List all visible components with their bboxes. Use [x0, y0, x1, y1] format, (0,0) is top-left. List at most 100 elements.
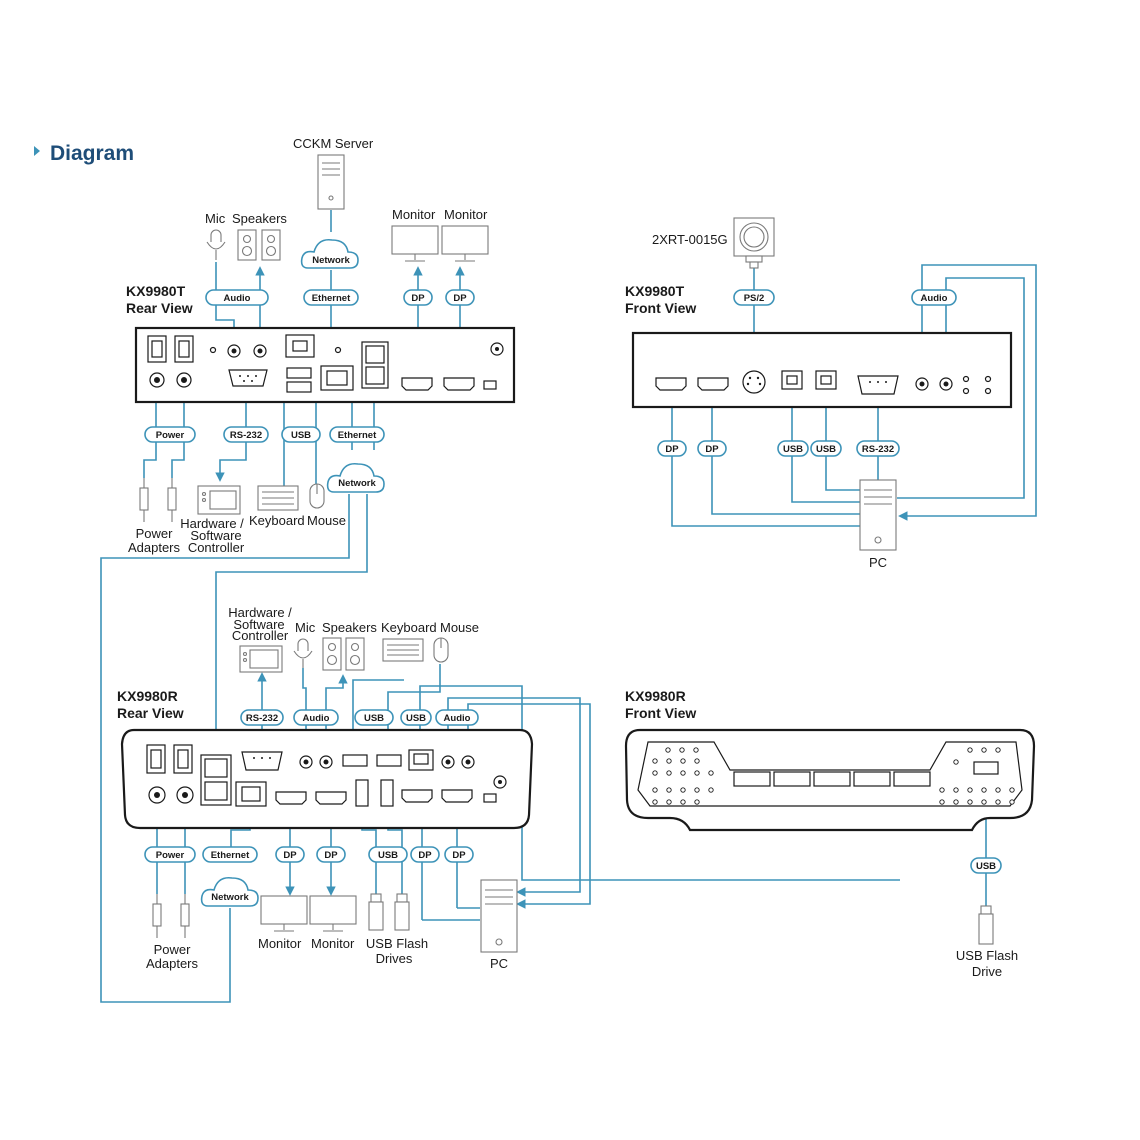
mic-label-tx: Mic: [205, 211, 226, 226]
power-adapters-label-rx-1: Power: [154, 942, 192, 957]
mic-icon: [293, 638, 313, 668]
usb-pill-rx-3: USB: [378, 850, 398, 861]
rs232-pill-tx-rear: RS-232: [230, 430, 262, 441]
mouse-icon: [433, 637, 449, 663]
audio-pill-tx-rear: Audio: [224, 293, 251, 304]
usb-pill-tx-front-1: USB: [783, 444, 803, 455]
rx-front-led-dots: [652, 747, 1015, 805]
usb-flash-drive-label-1: USB Flash: [956, 948, 1018, 963]
audio-pill-tx-front: Audio: [921, 293, 948, 304]
rx-rear-ports: [146, 744, 507, 807]
audio-pill-rx-1: Audio: [303, 713, 330, 724]
monitor-icon: [260, 895, 357, 932]
monitor-label-rx-2: Monitor: [311, 936, 355, 951]
mic-label-rx: Mic: [295, 620, 316, 635]
dp-pill-rx-1: DP: [283, 850, 297, 861]
keyboard-label-tx: Keyboard: [249, 513, 305, 528]
usb-flash-drives-label-1: USB Flash: [366, 936, 428, 951]
power-adapters-label-tx-1: Power: [136, 526, 174, 541]
network-label-rx: Network: [211, 892, 249, 903]
rx-front-title-model: KX9980R: [625, 688, 686, 704]
network-label-tx-bottom: Network: [338, 478, 376, 489]
tx-rear-title-view: Rear View: [126, 300, 193, 316]
ethernet-pill-rx: Ethernet: [211, 850, 250, 861]
usb-pill-rx-1: USB: [364, 713, 384, 724]
keyboard-icon: [382, 638, 424, 662]
speakers-label-rx: Speakers: [322, 620, 377, 635]
heading-marker-icon: [34, 146, 40, 156]
monitor-icon: [391, 225, 489, 262]
rx-rear-title-view: Rear View: [117, 705, 184, 721]
kx9980t-front-panel: [631, 331, 1013, 409]
audio-pill-rx-2: Audio: [444, 713, 471, 724]
mouse-label-tx: Mouse: [307, 513, 346, 528]
pc-label-tx: PC: [869, 555, 887, 570]
power-pill-tx: Power: [156, 430, 185, 441]
keyboard-icon: [257, 485, 299, 511]
camera-label: 2XRT-0015G: [652, 232, 728, 247]
power-adapters-label-rx-2: Adapters: [146, 956, 199, 971]
rs232-pill-rx: RS-232: [246, 713, 278, 724]
power-adapters-label-tx-2: Adapters: [128, 540, 181, 555]
speakers-label-tx: Speakers: [232, 211, 287, 226]
pc-tower-icon: [480, 879, 518, 953]
usb-flash-drive-icon: [978, 905, 994, 945]
connector-labels: Audio Ethernet DP DP Power RS-232 USB Et…: [144, 289, 1002, 874]
mouse-label-rx: Mouse: [440, 620, 479, 635]
usb-flash-drives-label-2: Drives: [376, 951, 413, 966]
mic-icon: [206, 229, 226, 260]
mouse-icon: [309, 483, 325, 509]
ps2-pill: PS/2: [744, 293, 765, 304]
power-adapter-icon: [139, 478, 177, 522]
usb-pill-rx-2: USB: [406, 713, 426, 724]
network-label-tx-top: Network: [312, 255, 350, 266]
controller-label-rx-2: Software: [233, 617, 284, 632]
tx-rear-title-model: KX9980T: [126, 283, 186, 299]
speakers-icon: [322, 637, 365, 671]
dp-pill-rx-2: DP: [324, 850, 338, 861]
rx-front-title-view: Front View: [625, 705, 696, 721]
rs232-pill-tx-front: RS-232: [862, 444, 894, 455]
tx-front-ports: [655, 370, 992, 395]
controller-icon: [239, 645, 283, 673]
keyboard-label-rx: Keyboard: [381, 620, 437, 635]
kx9980r-front-panel: [624, 728, 1036, 832]
monitor-label-rx-1: Monitor: [258, 936, 302, 951]
pc-label-rx: PC: [490, 956, 508, 971]
controller-label-tx-2: Software: [190, 528, 241, 543]
dp-pill-tx-2: DP: [453, 293, 467, 304]
dp-pill-rx-4: DP: [452, 850, 466, 861]
power-pill-rx: Power: [156, 850, 185, 861]
camera-icon: [733, 217, 775, 269]
speakers-icon: [237, 229, 281, 261]
rx-rear-title-model: KX9980R: [117, 688, 178, 704]
usb-pill-rx-front: USB: [976, 861, 996, 872]
server-icon: [317, 154, 345, 210]
tx-front-title-view: Front View: [625, 300, 696, 316]
network-cloud-icon: [326, 462, 385, 493]
ethernet-pill-tx-top: Ethernet: [312, 293, 351, 304]
dp-pill-tx-front-2: DP: [705, 444, 719, 455]
cckm-server-label: CCKM Server: [293, 136, 374, 151]
ethernet-pill-tx-bottom: Ethernet: [338, 430, 377, 441]
dp-pill-rx-3: DP: [418, 850, 432, 861]
controller-label-rx-1: Hardware /: [228, 605, 292, 620]
dp-pill-tx-1: DP: [411, 293, 425, 304]
usb-flash-drive-icon: [368, 893, 410, 931]
controller-label-rx-3: Controller: [232, 628, 289, 643]
tx-front-title-model: KX9980T: [625, 283, 685, 299]
monitor-label-tx-1: Monitor: [392, 207, 436, 222]
controller-icon: [197, 485, 241, 515]
pc-tower-icon: [859, 479, 897, 551]
network-cloud-icon: [300, 238, 359, 269]
controller-label-tx-3: Controller: [188, 540, 245, 555]
usb-pill-tx-front-2: USB: [816, 444, 836, 455]
monitor-label-tx-2: Monitor: [444, 207, 488, 222]
dp-pill-tx-front-1: DP: [665, 444, 679, 455]
power-adapter-icon: [152, 894, 190, 938]
network-cloud-icon: [200, 876, 259, 907]
tx-rear-ports: [147, 334, 504, 393]
usb-flash-drive-label-2: Drive: [972, 964, 1002, 979]
page-title: Diagram: [50, 142, 134, 165]
